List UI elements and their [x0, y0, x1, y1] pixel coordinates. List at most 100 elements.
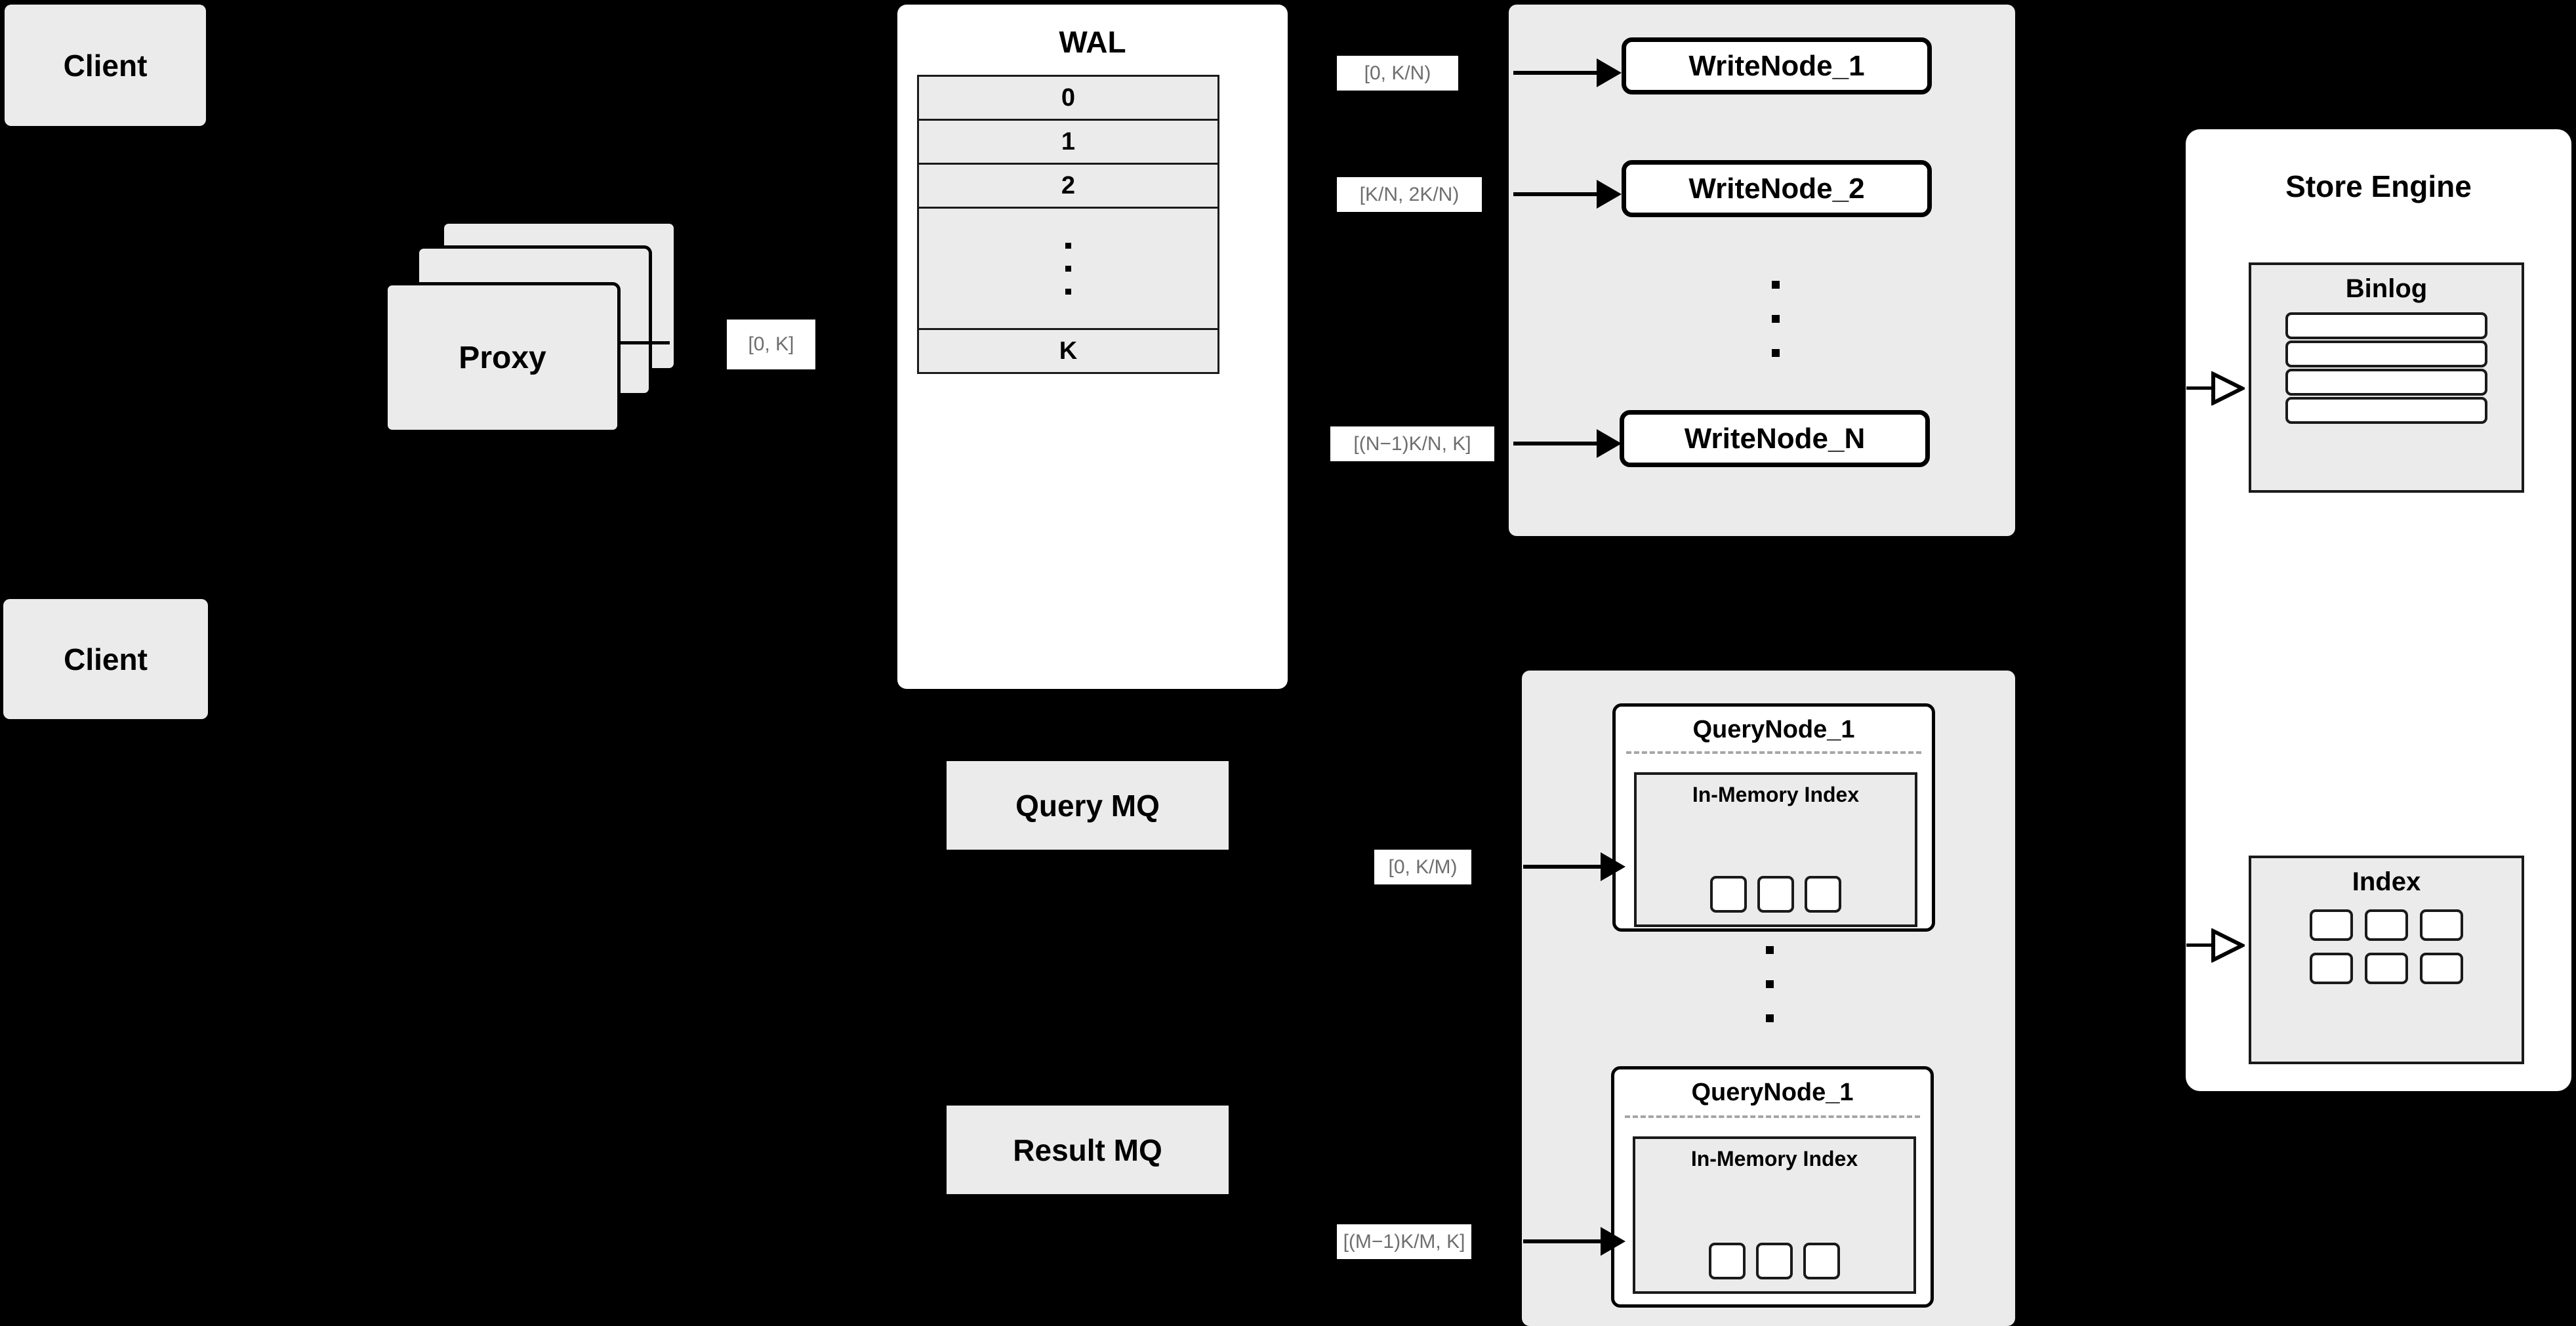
ellipsis-dot [1766, 1014, 1774, 1022]
index-cell [2310, 953, 2353, 984]
binlog-arrow-head-icon [2211, 371, 2245, 405]
wal-row-label: 0 [1061, 83, 1076, 112]
write-node-2-arrow-line [1513, 192, 1602, 196]
wal-row-label: 2 [1061, 171, 1076, 199]
wal-row: 2 [919, 165, 1217, 209]
query-node-m-arrow-head [1601, 1227, 1625, 1256]
query-mq-box[interactable]: Query MQ [947, 761, 1229, 850]
wal-row-ellipsis [919, 209, 1217, 330]
write-node-n-label: WriteNode_N [1684, 422, 1866, 455]
index-cell [2365, 953, 2408, 984]
binlog-arrow-line [2186, 386, 2220, 390]
ellipsis-dot [1065, 242, 1071, 249]
store-engine-title: Store Engine [2285, 169, 2472, 203]
proxy-to-wal-line [621, 341, 670, 344]
range-label-write-node-2: [K/N, 2K/N) [1337, 177, 1482, 212]
result-mq-box[interactable]: Result MQ [947, 1106, 1229, 1194]
range-label-write-node-1: [0, K/N) [1337, 56, 1458, 91]
index-cell [2310, 909, 2353, 941]
ellipsis-dot [1065, 265, 1071, 272]
query-node-1-title: QueryNode_1 [1692, 716, 1855, 743]
store-engine-panel: Store Engine Binlog Index [2186, 129, 2571, 1091]
range-label-text: [0, K/N) [1364, 62, 1431, 84]
index-panel: Index [2249, 856, 2524, 1064]
ellipsis-dot [1772, 315, 1780, 323]
index-cell [1709, 1243, 1746, 1279]
wal-title: WAL [1059, 25, 1126, 59]
query-node-ellipsis [1761, 946, 1778, 1022]
write-node-2-arrow-head [1597, 180, 1622, 209]
index-cell [2365, 909, 2408, 941]
binlog-bar [2285, 312, 2487, 339]
in-memory-index-title: In-Memory Index [1690, 1147, 1858, 1171]
range-label-write-node-n: [(N−1)K/N, K] [1330, 426, 1494, 461]
index-title: Index [2352, 867, 2421, 896]
range-label-text: [0, K/M) [1388, 856, 1458, 878]
write-node-2-label: WriteNode_2 [1688, 172, 1865, 205]
index-cell [1756, 1243, 1793, 1279]
index-cell [1757, 876, 1794, 913]
query-node-1-arrow-line [1523, 865, 1605, 869]
write-node-1-arrow-line [1513, 71, 1602, 75]
wal-table: 0 1 2 K [917, 75, 1219, 374]
wal-row: 1 [919, 121, 1217, 165]
binlog-bar [2285, 397, 2487, 424]
index-row [2310, 909, 2463, 941]
in-memory-index-title: In-Memory Index [1692, 783, 1860, 806]
query-node-1[interactable]: QueryNode_1 In-Memory Index [1612, 703, 1935, 932]
write-node-n-arrow-head [1597, 429, 1622, 458]
index-grid [2251, 909, 2522, 984]
result-mq-label: Result MQ [1013, 1132, 1162, 1167]
range-label-text: [K/N, 2K/N) [1359, 183, 1460, 205]
binlog-panel: Binlog [2249, 262, 2524, 493]
index-cell [2420, 909, 2463, 941]
wal-row-label: K [1059, 337, 1078, 365]
write-node-n-arrow-line [1513, 442, 1602, 445]
wal-row: K [919, 330, 1217, 372]
range-label-proxy-to-wal: [0, K] [727, 320, 815, 369]
query-node-1-arrow-head [1601, 852, 1625, 881]
write-node-n[interactable]: WriteNode_N [1620, 410, 1930, 467]
wal-panel: WAL 0 1 2 K [897, 5, 1288, 689]
range-label-query-node-m: [(M−1)K/M, K] [1337, 1224, 1471, 1259]
write-node-1-arrow-head [1597, 58, 1622, 87]
write-node-2[interactable]: WriteNode_2 [1622, 160, 1932, 217]
ellipsis-dot [1766, 946, 1774, 954]
ellipsis-dot [1772, 281, 1780, 289]
in-memory-index-cells [1635, 1243, 1913, 1279]
query-node-2-separator [1625, 1115, 1920, 1118]
binlog-bar [2285, 341, 2487, 367]
range-label-query-node-1: [0, K/M) [1374, 850, 1471, 884]
range-label-text: [(N−1)K/N, K] [1353, 432, 1471, 455]
client-box-1[interactable]: Client [5, 5, 206, 126]
in-memory-index-cells [1637, 876, 1915, 913]
ellipsis-dot [1766, 980, 1774, 988]
index-cell [2420, 953, 2463, 984]
range-label-text: [(M−1)K/M, K] [1343, 1230, 1465, 1253]
ellipsis-dot [1065, 288, 1071, 295]
query-node-1-separator [1626, 751, 1921, 754]
index-arrow-head-icon [2211, 928, 2245, 963]
binlog-bar [2285, 369, 2487, 396]
client-label-1: Client [63, 48, 148, 83]
query-node-m-arrow-line [1523, 1239, 1605, 1243]
index-cell [1710, 876, 1747, 913]
client-box-2[interactable]: Client [3, 599, 208, 719]
index-cell [1803, 1243, 1840, 1279]
proxy-label: Proxy [459, 340, 546, 375]
query-node-2[interactable]: QueryNode_1 In-Memory Index [1611, 1066, 1934, 1308]
query-node-2-in-memory-index: In-Memory Index [1633, 1136, 1916, 1294]
write-node-1[interactable]: WriteNode_1 [1622, 37, 1932, 94]
query-node-2-title: QueryNode_1 [1691, 1079, 1854, 1106]
wal-row: 0 [919, 77, 1217, 121]
wal-row-label: 1 [1061, 127, 1076, 155]
write-node-ellipsis [1767, 281, 1784, 357]
proxy-box[interactable]: Proxy [384, 282, 621, 433]
ellipsis-dot [1772, 349, 1780, 357]
range-label-text: [0, K] [748, 333, 794, 355]
binlog-bars [2285, 312, 2487, 424]
index-row [2310, 953, 2463, 984]
index-cell [1805, 876, 1841, 913]
client-label-2: Client [64, 642, 148, 676]
